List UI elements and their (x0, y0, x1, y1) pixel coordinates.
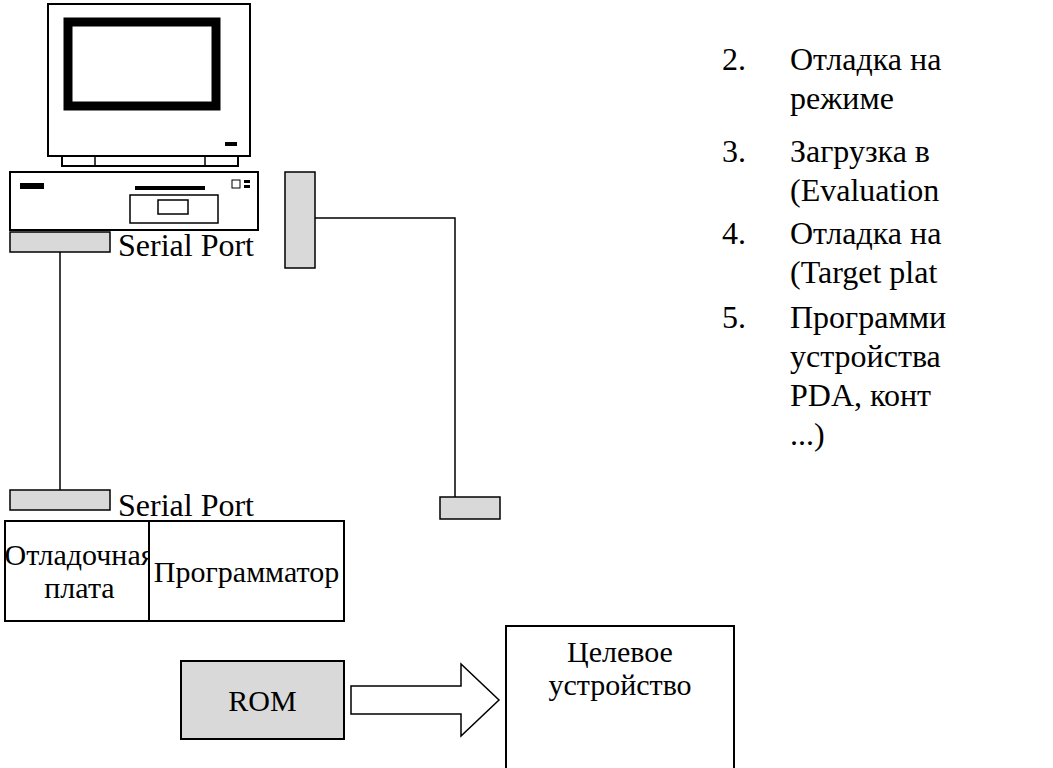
stand-line (94, 156, 96, 166)
node-text: Отладочная плата (4, 538, 154, 604)
list-item: Отладка на режиме (790, 40, 980, 118)
system-unit (10, 172, 258, 230)
parallel-port (285, 172, 315, 268)
programmer-box: Программатор (148, 520, 345, 622)
power-button (20, 183, 44, 189)
monitor-screen (68, 22, 216, 106)
serial-port (10, 232, 110, 252)
item-number: 2. (722, 40, 782, 79)
node-text: Целевое устройство (513, 635, 727, 701)
floppy-slot (135, 186, 205, 190)
item-number: 4. (722, 214, 782, 253)
port-label: Serial Port (118, 226, 318, 265)
stand-line (204, 156, 206, 166)
list-item: Отладка на (Target plat (790, 214, 1005, 292)
node-text: Программатор (154, 555, 339, 588)
node-text: ROM (228, 684, 296, 717)
list-item: Загрузка в (Evaluation (790, 132, 980, 210)
target-device-box: Целевое устройство (505, 625, 735, 768)
item-number: 3. (722, 132, 782, 171)
monitor (48, 4, 250, 156)
indicator (244, 180, 250, 183)
programmer-port (440, 497, 500, 519)
serial-cable (59, 252, 61, 490)
monitor-led (225, 142, 237, 146)
programmer-cable (315, 218, 455, 497)
block-arrow (351, 664, 499, 736)
board-box: Отладочная плата (4, 520, 155, 622)
serial-port (10, 490, 110, 510)
indicator (244, 185, 250, 188)
drive-button (158, 200, 188, 214)
rom-chip: ROM (180, 660, 345, 740)
monitor-stand (62, 156, 238, 166)
indicator (232, 180, 240, 188)
list-item: Программи устройства PDA, конт ...) (790, 298, 970, 454)
port-label: Serial Port (118, 486, 318, 525)
item-number: 5. (722, 298, 782, 337)
drive-bay (130, 195, 218, 223)
